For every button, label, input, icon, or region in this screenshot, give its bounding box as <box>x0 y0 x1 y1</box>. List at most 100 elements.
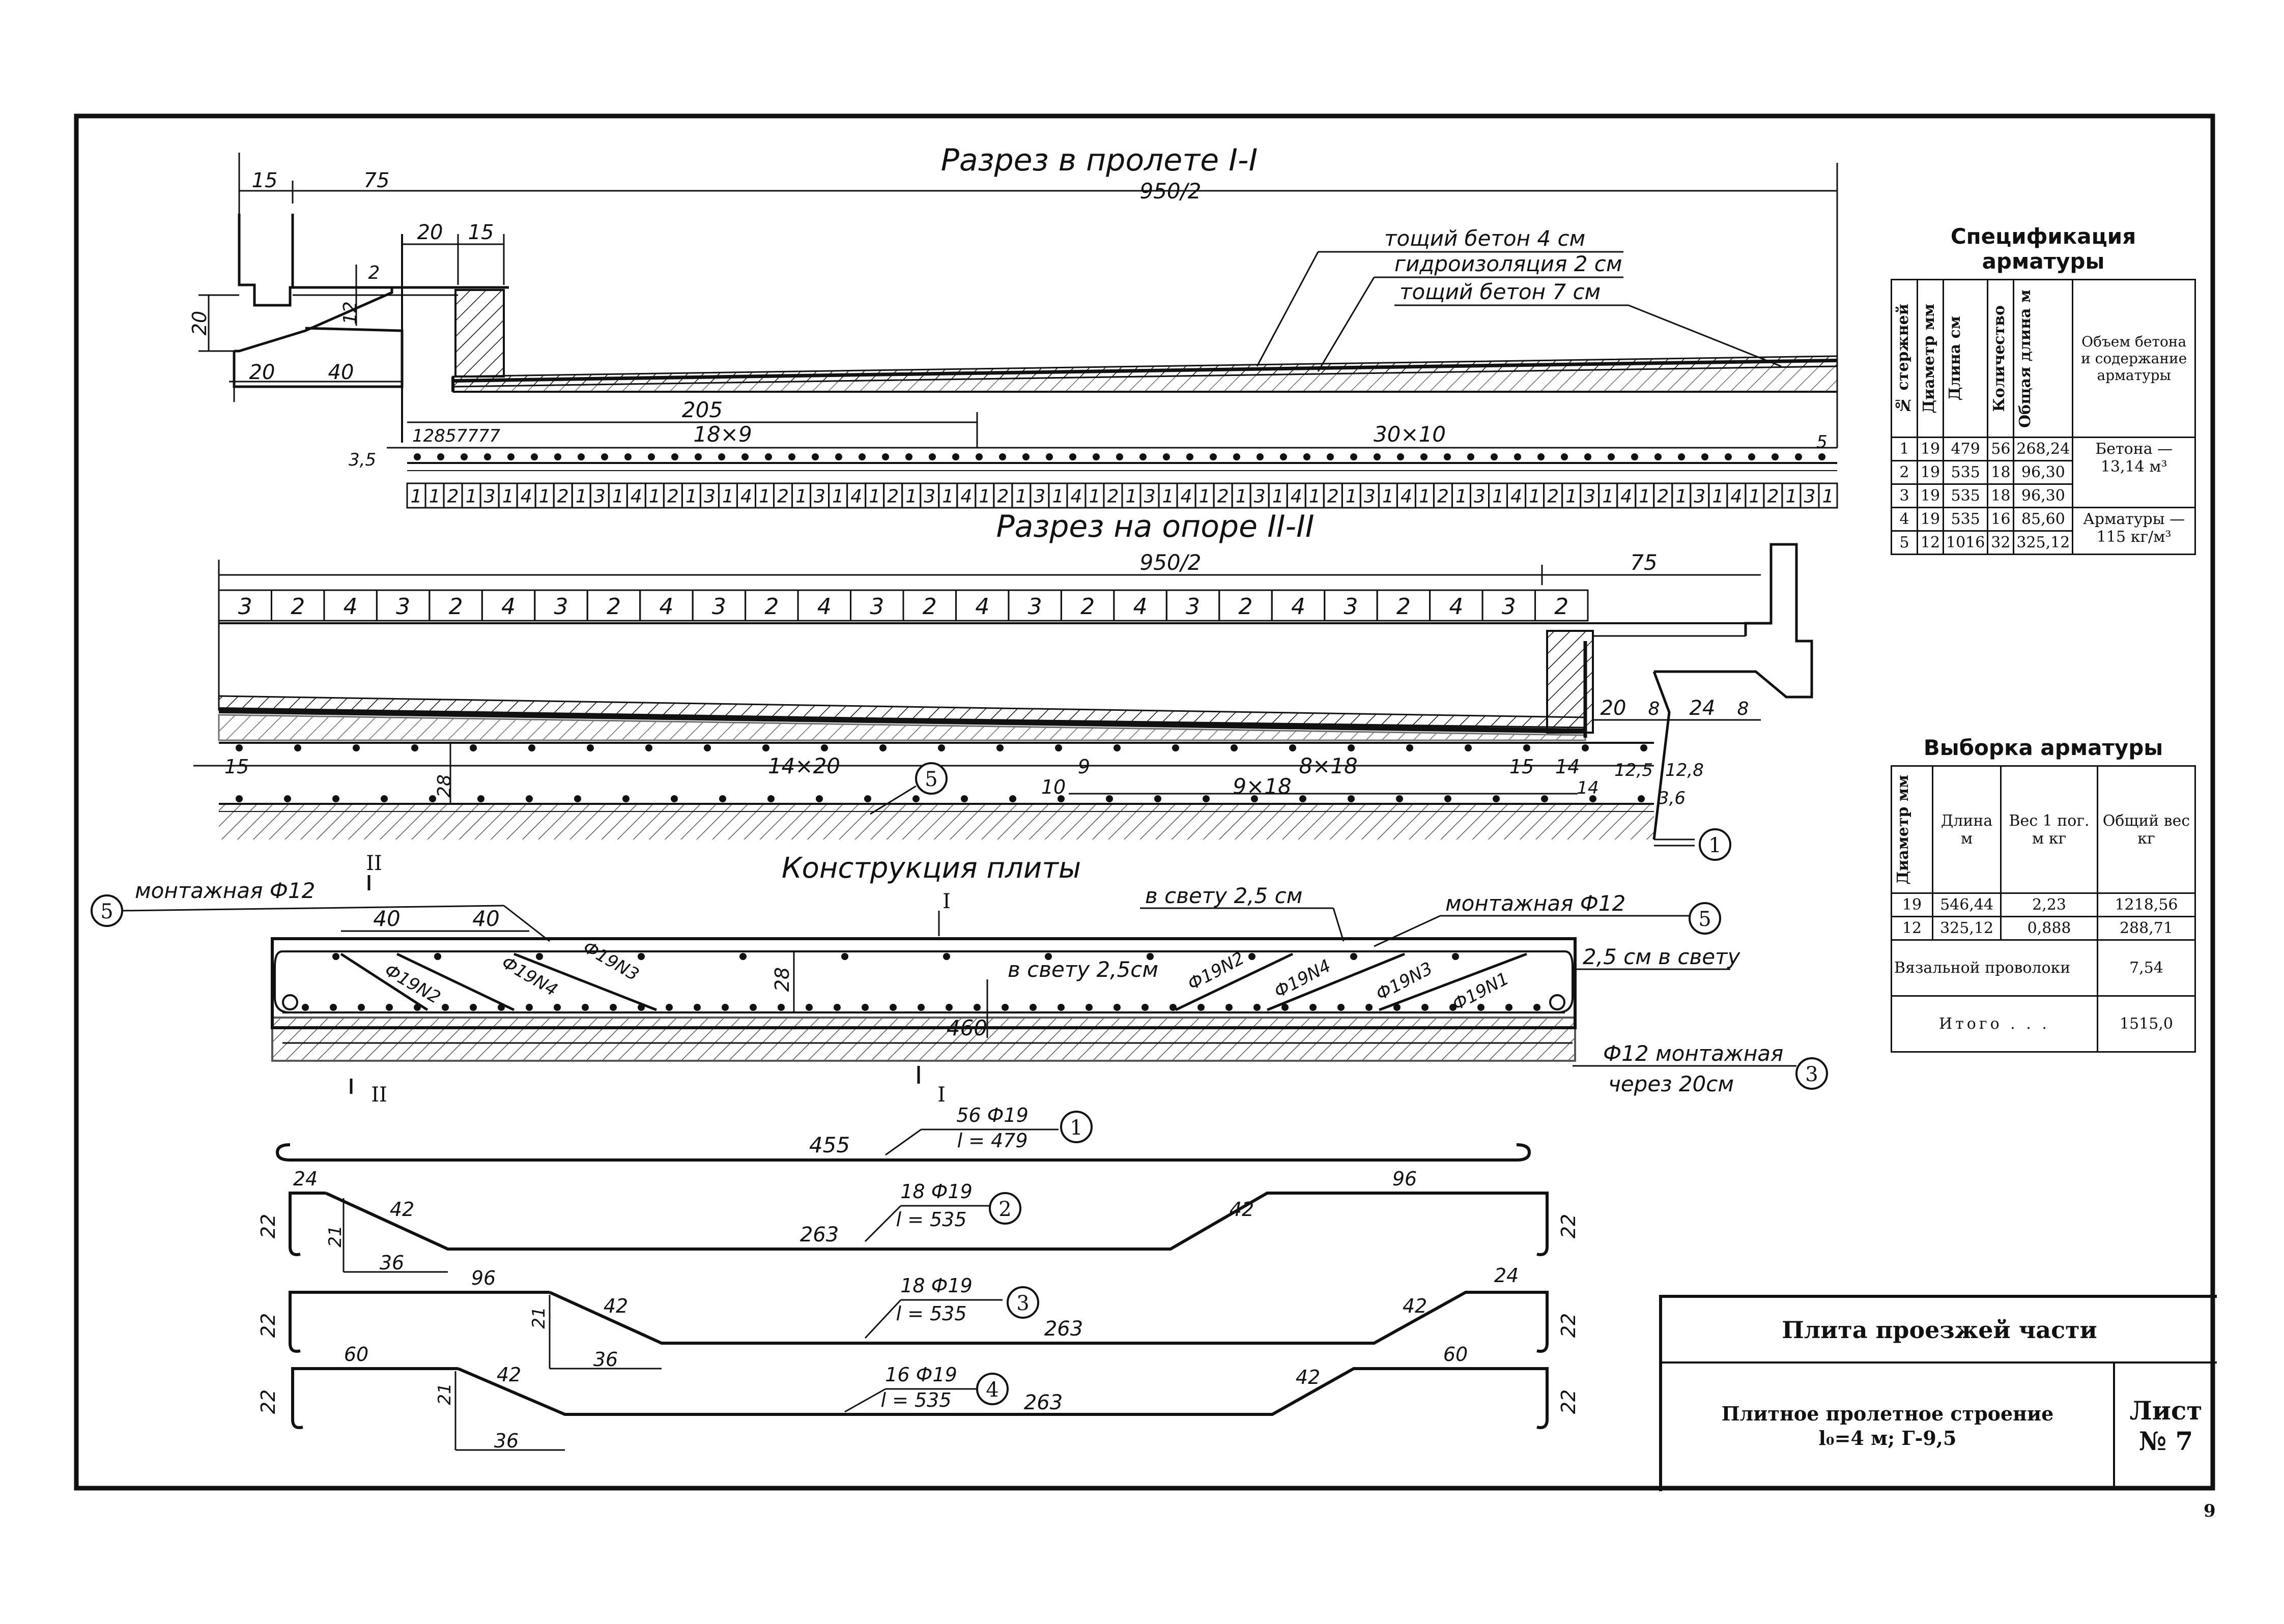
svg-text:14: 14 <box>1555 756 1580 778</box>
callout-5-support <box>915 762 948 795</box>
band-cell-number: 1 <box>649 486 661 507</box>
rebar-dot <box>1795 453 1802 460</box>
rebar-dot <box>1348 795 1355 802</box>
rebar-dot <box>1248 953 1255 960</box>
bar-4: 60 42 21 22 36 263 16 Ф19 l = 535 4 42 6… <box>257 1343 1580 1452</box>
svg-text:22: 22 <box>1557 1214 1580 1238</box>
rebar-dot <box>961 795 968 802</box>
slab-construction: Конструкция плиты 5 монтажная Ф12 II I 4… <box>91 852 1828 1107</box>
rebar-dot <box>386 1004 393 1011</box>
svg-text:I: I <box>937 1083 946 1107</box>
rebar-dot <box>1514 453 1521 460</box>
svg-text:24: 24 <box>1690 697 1716 720</box>
band-cell-number: 3 <box>238 594 252 620</box>
sheet-number: № 7 <box>2138 1426 2193 1456</box>
band-cell-number: 3 <box>1028 594 1042 620</box>
band-cell-number: 1 <box>502 486 514 507</box>
band-cell-number: 1 <box>759 486 770 507</box>
rebar-dot <box>1046 453 1053 460</box>
rebar-dot <box>1406 744 1413 751</box>
svg-text:22: 22 <box>257 1313 279 1338</box>
svg-text:1: 1 <box>1070 1116 1082 1140</box>
svg-text:42: 42 <box>1230 1198 1254 1221</box>
svg-text:l = 479: l = 479 <box>957 1129 1027 1152</box>
rebar-dot <box>1253 1004 1261 1011</box>
band-cell-number: 4 <box>740 486 752 507</box>
rebar-dot <box>1348 744 1355 751</box>
rebar-dot <box>302 1004 309 1011</box>
svg-text:10: 10 <box>1041 776 1066 798</box>
svg-text:3,6: 3,6 <box>1658 788 1686 808</box>
rebar-dot <box>806 1004 813 1011</box>
svg-text:9×18: 9×18 <box>1233 774 1291 799</box>
svg-text:в свету 2,5 см: в свету 2,5 см <box>1145 883 1302 908</box>
band-cell-number: 2 <box>1554 594 1568 620</box>
svg-text:24: 24 <box>293 1168 318 1190</box>
band-cell-number: 1 <box>1309 486 1321 507</box>
rebar-dot <box>778 1004 785 1011</box>
svg-text:42: 42 <box>1296 1366 1320 1388</box>
rebar-dot <box>918 1004 925 1011</box>
rebar-dot <box>601 453 608 460</box>
rebar-dot <box>1467 453 1474 460</box>
band-cell-number: 1 <box>411 486 422 507</box>
band-cell-number: 2 <box>667 486 679 507</box>
svg-text:в свету 2,5см: в свету 2,5см <box>1008 957 1158 982</box>
band-cell-number: 3 <box>1186 594 1200 620</box>
band-cell-number: 1 <box>1712 486 1724 507</box>
band-cell-number: 3 <box>554 594 568 620</box>
band-cell-number: 3 <box>1034 486 1045 507</box>
svg-text:20: 20 <box>188 311 211 335</box>
rebar-dot <box>834 1004 841 1011</box>
band-cell-number: 3 <box>704 486 716 507</box>
svg-text:5: 5 <box>1816 432 1828 452</box>
band-cell-number: 1 <box>869 486 880 507</box>
rebar-dot <box>1309 1004 1317 1011</box>
rebar-dot <box>694 1004 701 1011</box>
rebar-dot <box>610 1004 617 1011</box>
band-cell-number: 3 <box>712 594 726 620</box>
svg-text:36: 36 <box>380 1252 404 1274</box>
band-cell-number: 2 <box>887 486 899 507</box>
rebar-dot <box>1589 795 1596 802</box>
rebar-dot <box>938 744 945 751</box>
svg-text:5: 5 <box>1698 908 1711 931</box>
rebar-dot <box>1281 1004 1289 1011</box>
rebar-dot <box>461 453 468 460</box>
svg-text:18 Ф19: 18 Ф19 <box>900 1180 973 1203</box>
svg-text:460: 460 <box>947 1016 987 1040</box>
sheet-label: Лист <box>2129 1395 2203 1426</box>
layer-label-2: гидроизоляция 2 см <box>1394 251 1622 276</box>
rebar-dot <box>1197 1004 1205 1011</box>
rebar-dot <box>1452 953 1459 960</box>
svg-text:18×9: 18×9 <box>693 422 752 447</box>
rebar-dot <box>442 1004 449 1011</box>
svg-text:II: II <box>371 1083 387 1107</box>
rebar-dot <box>1420 453 1428 460</box>
vyborka-total-row: Итого . . .1515,0 <box>1891 995 2196 1053</box>
spec-title: Спецификация арматуры <box>1950 224 2136 274</box>
rebar-dot <box>722 1004 729 1011</box>
svg-text:14: 14 <box>1577 778 1598 798</box>
rebar-dot <box>294 744 301 751</box>
band-cell-number: 1 <box>1822 486 1834 507</box>
band-cell-number: 4 <box>975 594 989 620</box>
svg-text:1: 1 <box>1708 834 1721 857</box>
rebar-dot <box>704 744 711 751</box>
band-cell-number: 1 <box>905 486 917 507</box>
rebar-dot <box>414 1004 421 1011</box>
band-cell-number: 2 <box>1080 594 1095 620</box>
band-cell-number: 4 <box>1401 486 1412 507</box>
rebar-dot <box>1139 453 1147 460</box>
vyborka-table: Выборка арматуры Диаметр мм Длина м Вес … <box>1891 735 2196 1053</box>
band-cell-number: 1 <box>612 486 624 507</box>
band-cell-number: 3 <box>1144 486 1156 507</box>
svg-text:263: 263 <box>1024 1391 1063 1414</box>
band-cell-number: 2 <box>1396 594 1411 620</box>
band-cell-number: 3 <box>1254 486 1266 507</box>
rebar-dot <box>739 953 747 960</box>
